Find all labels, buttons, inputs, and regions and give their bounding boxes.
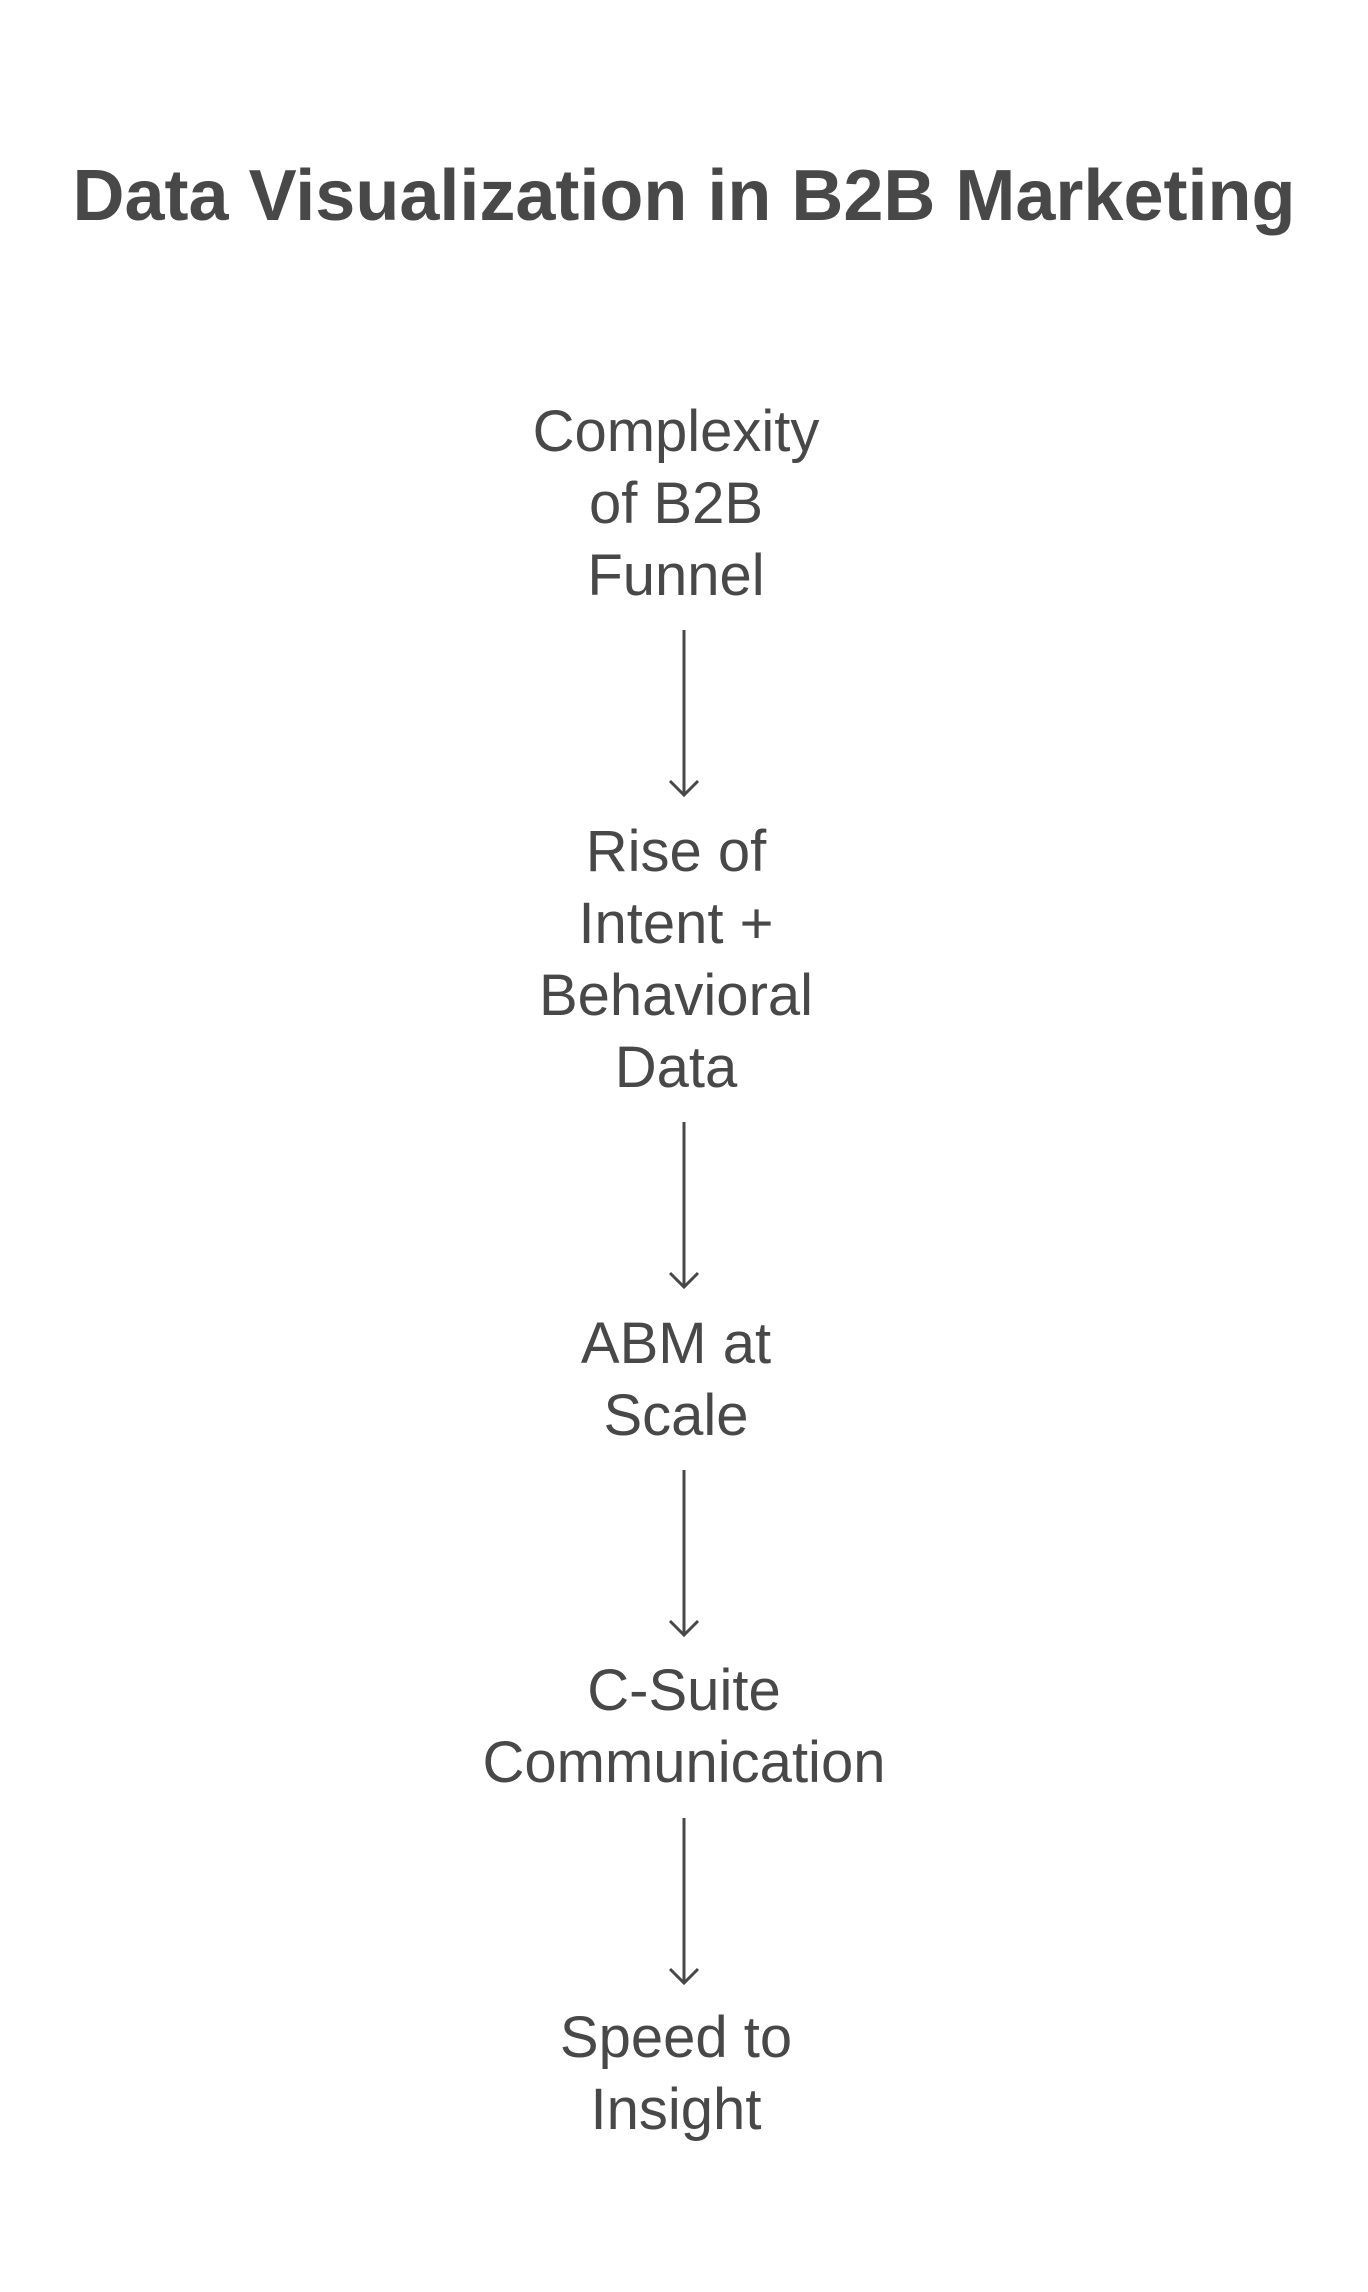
step-label-line: Insight (590, 2077, 762, 2142)
step-label-line: ABM at (580, 1311, 772, 1376)
step-label-line: Complexity (532, 399, 820, 464)
step-label-line: Rise of (585, 819, 767, 884)
step-label-line: Funnel (587, 543, 765, 608)
step-abm-at-scale: ABM at Scale (376, 1308, 976, 1452)
step-speed-to-insight: Speed to Insight (376, 2002, 976, 2146)
step-label-line: Data (614, 1035, 738, 1100)
step-label-line: Scale (603, 1383, 749, 1448)
step-label-line: Intent + (578, 891, 774, 956)
step-rise-of-intent-behavioral-data: Rise of Intent + Behavioral Data (376, 816, 976, 1104)
step-label-line: Speed to (559, 2005, 793, 2070)
arrow-2-to-3 (668, 1122, 700, 1290)
arrow-4-to-5 (668, 1818, 700, 1986)
step-c-suite-communication: C-Suite Communication (384, 1655, 984, 1799)
arrow-1-to-2 (668, 630, 700, 798)
diagram-title: Data Visualization in B2B Marketing (72, 156, 1296, 236)
step-label-line: C-Suite (587, 1658, 781, 1723)
step-label-line: Communication (482, 1730, 886, 1795)
step-label-line: Behavioral (538, 963, 814, 1028)
step-complexity-of-b2b-funnel: Complexity of B2B Funnel (376, 396, 976, 612)
step-label-line: of B2B (588, 471, 764, 536)
arrow-3-to-4 (668, 1470, 700, 1638)
